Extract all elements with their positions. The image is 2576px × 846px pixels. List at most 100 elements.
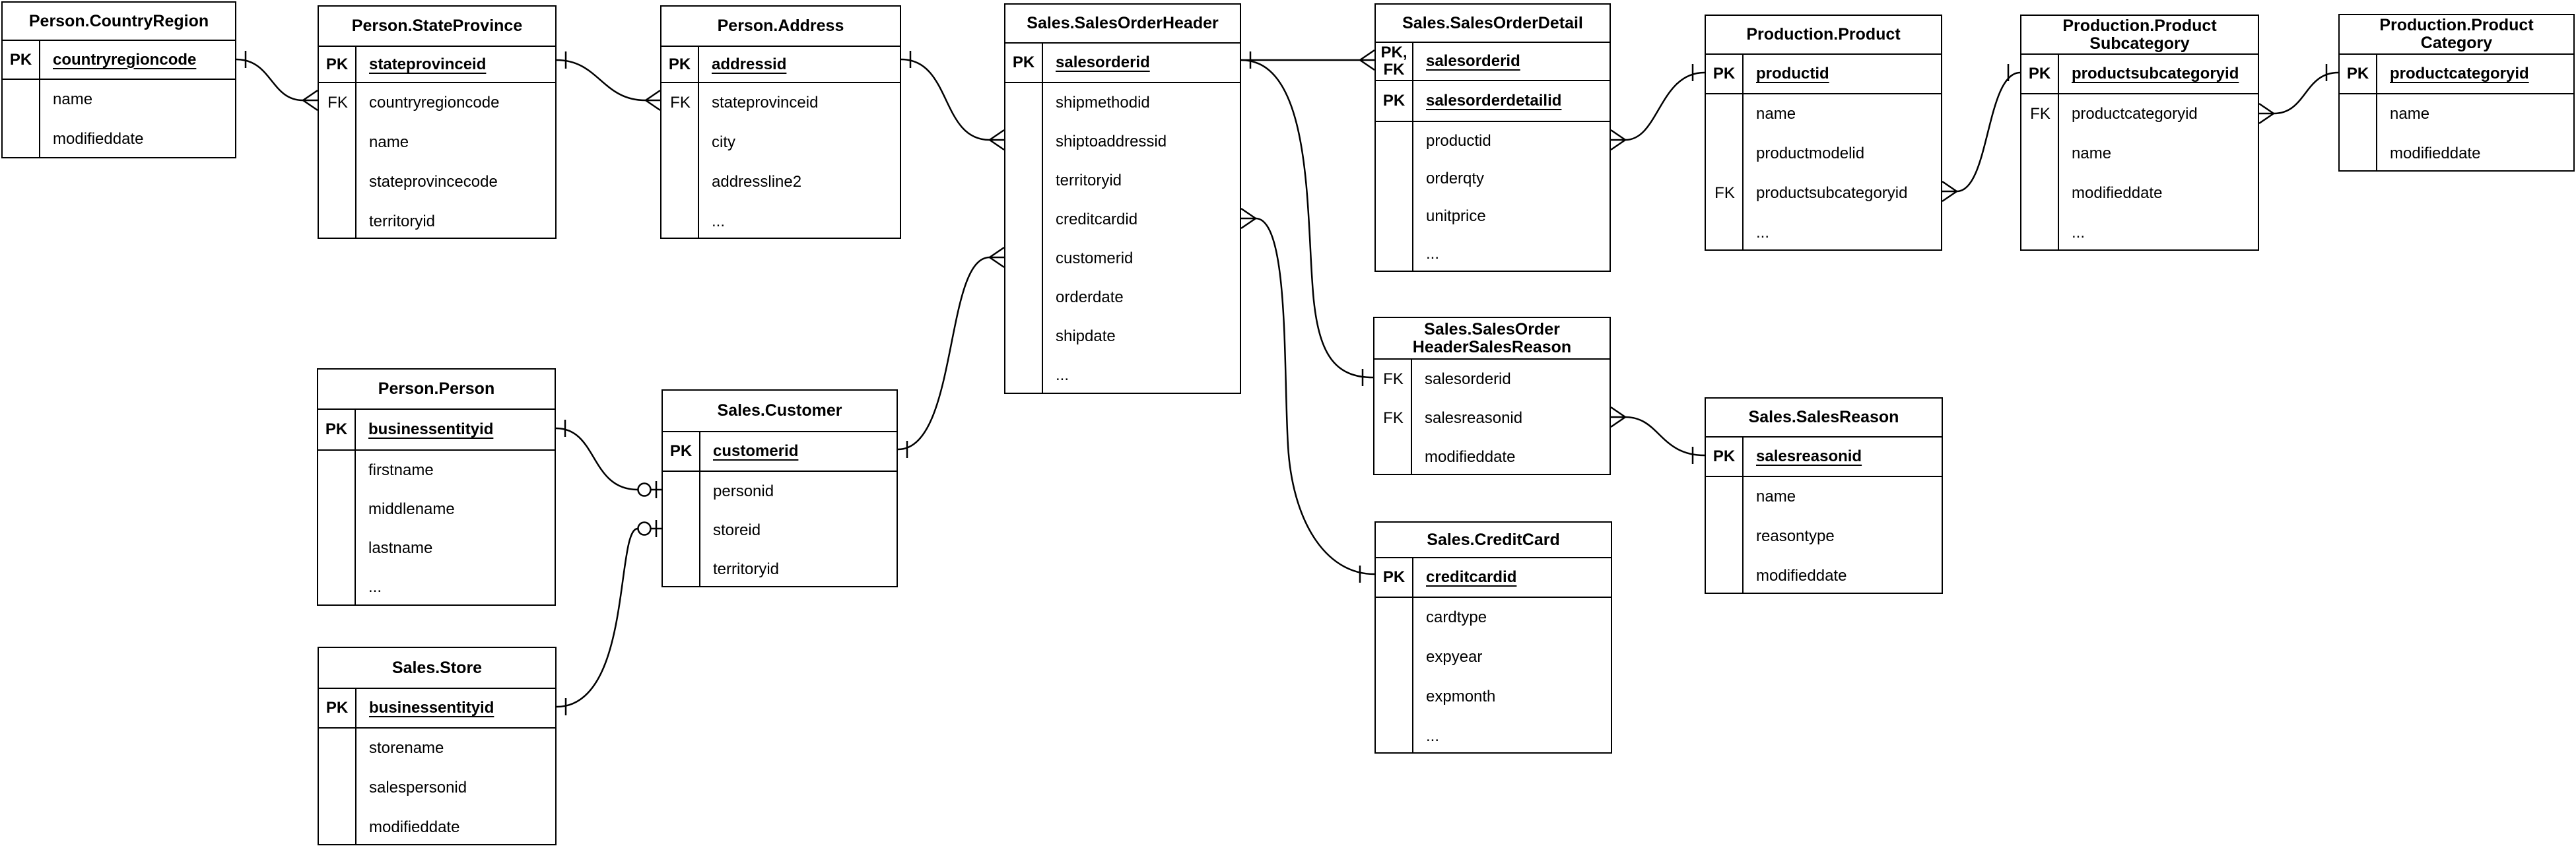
field-name: name [53, 90, 93, 108]
pk-row: PK creditcardid [1376, 558, 1611, 598]
field-name: customerid [713, 442, 799, 460]
field-name: ... [2072, 224, 2085, 242]
entity-sales-salesorderheader: Sales.SalesOrderHeader PK salesorderid s… [1004, 3, 1241, 394]
key-label [663, 511, 700, 550]
field-row: modifieddate [319, 808, 555, 844]
pk-row: PK productid [1706, 55, 1941, 94]
field-name: middlename [368, 500, 455, 518]
field-row: shipdate [1005, 317, 1240, 356]
field-name: modifieddate [1756, 567, 1847, 585]
field-name: productsubcategoryid [1756, 184, 1908, 202]
crow-foot-marker [989, 246, 1005, 269]
relationship-product-productsubcategory [1942, 64, 2021, 203]
field-name: expyear [1426, 648, 1483, 666]
key-label: FK [327, 94, 348, 112]
field-name: unitprice [1426, 207, 1486, 225]
key-label [3, 80, 40, 119]
field-row: ... [2021, 213, 2258, 249]
key-label [318, 529, 356, 568]
table-title: Production.Product Category [2340, 15, 2573, 55]
pk-row: PK productcategoryid [2340, 55, 2573, 94]
relationship-store-customer [556, 520, 661, 715]
table-title: Sales.SalesOrderDetail [1376, 5, 1610, 43]
entity-sales-salesreason: Sales.SalesReason PK salesreasonid name … [1705, 397, 1943, 594]
zero-circle-marker [637, 482, 652, 497]
field-row: shipmethodid [1005, 83, 1240, 122]
relationship-salesorderdetail-product [1610, 64, 1705, 151]
field-name: productid [1756, 65, 1829, 82]
key-label [1005, 317, 1043, 356]
field-name: customerid [1056, 249, 1134, 267]
key-label [661, 123, 699, 162]
key-label [663, 472, 700, 511]
key-label [2340, 94, 2377, 134]
key-label [319, 808, 356, 844]
field-name: reasontype [1756, 527, 1835, 545]
key-label [1376, 122, 1413, 160]
key-label [1005, 83, 1043, 122]
entity-person-stateprovince: Person.StateProvince PK stateprovinceid … [318, 5, 557, 239]
key-label: FK [670, 94, 691, 112]
key-label: PK [318, 410, 356, 449]
field-name: modifieddate [369, 818, 460, 836]
key-label [1376, 717, 1413, 752]
pk-row: PK salesorderdetailid [1376, 81, 1610, 122]
key-label: PK [1005, 44, 1043, 82]
key-label: PK [663, 432, 700, 471]
field-row: name [2021, 134, 2258, 174]
table-title: Person.CountryRegion [3, 3, 235, 41]
entity-production-productsubcategory: Production.Product Subcategory PK produc… [2020, 15, 2259, 251]
field-row: personid [663, 472, 897, 511]
key-label [2021, 174, 2059, 213]
table-title: Person.Address [661, 7, 900, 47]
field-row: territoryid [319, 202, 555, 238]
entity-sales-customer: Sales.Customer PK customerid personid st… [661, 389, 898, 587]
field-row: name [1706, 477, 1942, 517]
key-label [319, 202, 356, 238]
field-name: productmodelid [1756, 145, 1865, 162]
table-title: Sales.SalesOrderHeader [1005, 5, 1240, 44]
field-name: ... [1756, 224, 1770, 242]
field-name: salesreasonid [1756, 447, 1862, 465]
crow-foot-marker [302, 89, 318, 112]
field-name: countryregioncode [369, 94, 500, 112]
field-name: orderqty [1426, 169, 1485, 187]
field-name: ... [712, 212, 726, 230]
field-row: ... [1005, 356, 1240, 393]
key-label: FK [1383, 408, 1404, 427]
relationship-headersalesreason-salesreason [1610, 406, 1705, 464]
entity-production-productcategory: Production.Product Category PK productca… [2338, 14, 2575, 172]
connector-line [1625, 71, 1705, 141]
connector-line [236, 58, 304, 102]
field-name: name [2072, 145, 2112, 162]
field-name: creditcardid [1426, 568, 1517, 586]
key-label [663, 550, 700, 586]
table-title: Production.Product [1706, 16, 1941, 55]
field-name: expmonth [1426, 688, 1496, 705]
field-name: modifieddate [2390, 145, 2481, 162]
field-name: salesreasonid [1425, 408, 1523, 427]
key-label: PK [1706, 438, 1744, 476]
key-label [1005, 239, 1043, 278]
entity-person-countryregion: Person.CountryRegion PK countryregioncod… [1, 1, 236, 158]
field-name: creditcardid [1056, 210, 1138, 228]
field-row: name [319, 123, 555, 162]
pk-row: PK customerid [663, 432, 897, 472]
field-row: creditcardid [1005, 200, 1240, 239]
relationship-salesorderheader-salesorderdetail [1241, 49, 1375, 71]
field-row: modifieddate [1374, 438, 1610, 474]
key-label [2340, 134, 2377, 170]
key-label: PK [1376, 81, 1413, 121]
field-name: salespersonid [369, 779, 467, 797]
table-title: Sales.SalesOrder HeaderSalesReason [1374, 318, 1610, 360]
field-name: shiptoaddressid [1056, 132, 1167, 150]
field-name: productid [1426, 131, 1491, 150]
field-row: productid [1376, 122, 1610, 160]
field-list: storename salespersonid modifieddate [319, 729, 555, 844]
connector-line [897, 256, 990, 451]
